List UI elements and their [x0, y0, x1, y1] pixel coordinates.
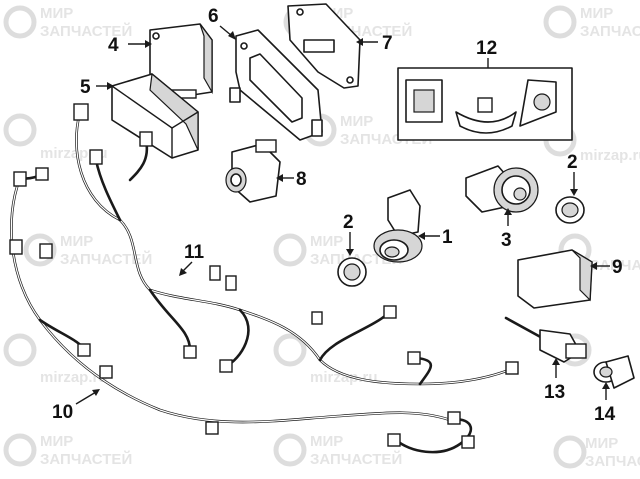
watermark-brand: МИР: [580, 5, 613, 22]
part-6-bracket: [229, 29, 323, 141]
watermark-brand: ЗАПЧАСТЕЙ: [310, 450, 402, 468]
callout-14: 14: [594, 404, 616, 425]
watermark-logo: mirzap.ru: [3, 333, 108, 386]
callout-7: 7: [382, 33, 393, 54]
watermark-logo: МИР ЗАПЧАСТЕЙ: [543, 5, 640, 40]
watermark-url: mirzap.ru: [40, 369, 108, 386]
watermark-logo: МИР ЗАПЧАСТЕЙ: [273, 433, 402, 468]
watermark-logo: МИР ЗАПЧАСТЕЙ: [23, 233, 152, 268]
callout-8: 8: [296, 169, 307, 190]
watermark-brand: МИР: [60, 233, 93, 250]
watermark-brand: ЗАПЧАСТЕЙ: [580, 22, 640, 40]
watermark-brand: МИР: [40, 433, 73, 450]
part-2-sensor-ring-right: [555, 196, 585, 224]
watermark-brand: МИР: [40, 5, 73, 22]
part-1-parking-sensor: [373, 189, 423, 263]
watermark-logo: mirzap.ru: [273, 333, 378, 386]
watermark-url: mirzap.ru: [580, 147, 640, 164]
callout-9: 9: [612, 257, 623, 278]
callout-12: 12: [476, 38, 497, 59]
watermark-url: mirzap.ru: [310, 369, 378, 386]
part-13-sensor: [504, 316, 587, 363]
watermark-brand: ЗАПЧАСТЕЙ: [60, 250, 152, 268]
callout-10: 10: [52, 402, 73, 423]
part-9-module: [517, 249, 593, 309]
watermark-brand: ЗАПЧАСТЕЙ: [585, 452, 640, 470]
watermark-logo: МИР ЗАПЧАСТЕЙ: [3, 433, 132, 468]
part-3-sensor-bracket: [465, 165, 539, 213]
callout-3: 3: [501, 230, 512, 251]
part-8-camera: [225, 139, 281, 203]
part-2-sensor-ring-left: [337, 257, 367, 287]
watermark-brand: МИР: [310, 233, 343, 250]
part-14-connector: [593, 355, 635, 389]
watermark-brand: ЗАПЧАСТЕЙ: [40, 22, 132, 40]
watermark-logo: МИР ЗАПЧАСТЕЙ: [553, 435, 640, 470]
callout-2-right: 2: [567, 152, 578, 173]
callout-5: 5: [80, 77, 91, 98]
watermark-brand: ЗАПЧАСТЕЙ: [590, 256, 640, 274]
callout-6: 6: [208, 6, 219, 27]
watermark-logo: МИР ЗАПЧАСТЕЙ: [3, 5, 132, 40]
watermark-brand: МИР: [585, 435, 618, 452]
watermark-brand: ЗАПЧАСТЕЙ: [40, 450, 132, 468]
callout-4: 4: [108, 35, 119, 56]
callout-1: 1: [442, 227, 453, 248]
callout-labels: 4 5 6 7 12 8 1 2 3 2 9 11 10 13 14: [52, 6, 623, 425]
watermark-brand: МИР: [340, 113, 373, 130]
watermark-layer: МИР ЗАПЧАСТЕЙ МИР ЗАПЧАСТЕЙ МИР ЗАПЧАСТЕ…: [3, 5, 640, 470]
callout-2-left: 2: [343, 212, 354, 233]
part-11-harness: [73, 103, 519, 386]
leader-lines: [75, 25, 610, 405]
watermark-brand: МИР: [310, 433, 343, 450]
part-12-bracket-kit: [397, 67, 573, 141]
part-5-module-housing: [111, 72, 199, 159]
callout-11: 11: [184, 242, 205, 263]
part-4-control-module: [149, 23, 213, 101]
part-10-harness: [9, 167, 475, 454]
part-7-plate: [287, 3, 361, 89]
callout-13: 13: [544, 382, 565, 403]
